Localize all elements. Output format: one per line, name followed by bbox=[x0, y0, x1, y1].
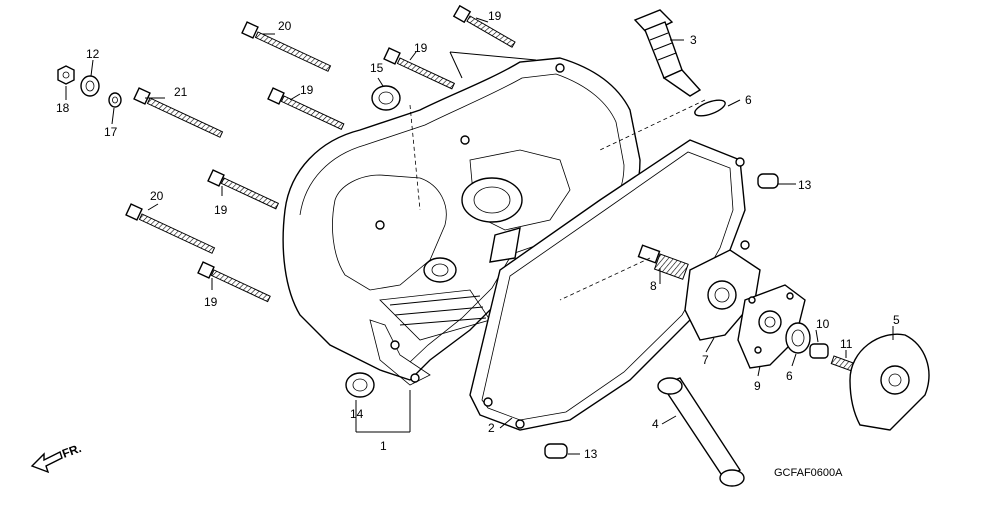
callout-19e: 19 bbox=[204, 295, 218, 309]
kick-arm bbox=[657, 377, 745, 487]
flange-bolt-20-top bbox=[241, 21, 332, 72]
flange-bolt-19-left bbox=[267, 87, 345, 130]
flange-bolt-19-top bbox=[452, 4, 516, 48]
callout-13a: 13 bbox=[798, 178, 812, 192]
callout-19a: 19 bbox=[488, 9, 502, 23]
flange-bolt-21 bbox=[133, 87, 224, 138]
callout-21: 21 bbox=[174, 85, 188, 99]
flange-bolt-19-lower bbox=[207, 169, 280, 210]
dowel-pin-bottom bbox=[544, 443, 568, 459]
collar bbox=[809, 343, 829, 359]
oil-seal-lower bbox=[785, 322, 811, 354]
crankcase-cover bbox=[282, 57, 641, 386]
washer-17 bbox=[108, 92, 122, 108]
oil-filler-o-ring bbox=[694, 99, 726, 117]
hex-nut bbox=[57, 65, 75, 85]
callout-6b: 6 bbox=[786, 369, 793, 383]
dowel-pin-top bbox=[757, 173, 779, 189]
front-direction-label: FR. bbox=[60, 441, 83, 461]
callout-13b: 13 bbox=[584, 447, 598, 461]
callout-5: 5 bbox=[893, 313, 900, 327]
callout-2: 2 bbox=[488, 421, 495, 435]
callout-8: 8 bbox=[650, 279, 657, 293]
callout-19d: 19 bbox=[214, 203, 228, 217]
front-direction-arrow: FR. bbox=[30, 441, 83, 474]
callout-labels: 1 2 3 4 5 6 6 7 8 9 10 11 12 13 13 14 15… bbox=[56, 9, 900, 461]
setting-plate bbox=[737, 284, 806, 369]
callout-12: 12 bbox=[86, 47, 100, 61]
callout-18: 18 bbox=[56, 101, 70, 115]
flange-bolt-20-bottom bbox=[125, 203, 216, 254]
callout-17: 17 bbox=[104, 125, 118, 139]
ratchet-plate bbox=[684, 249, 761, 341]
callout-7: 7 bbox=[702, 353, 709, 367]
callout-6a: 6 bbox=[745, 93, 752, 107]
flange-bolt-19-bottom bbox=[197, 261, 271, 303]
oil-filler-cap bbox=[633, 9, 702, 97]
callout-19b: 19 bbox=[414, 41, 428, 55]
callout-9: 9 bbox=[754, 379, 761, 393]
flange-bolt-19-mid bbox=[383, 47, 456, 90]
callout-10: 10 bbox=[816, 317, 830, 331]
callout-20b: 20 bbox=[150, 189, 164, 203]
leader-lines bbox=[65, 17, 894, 455]
callout-11: 11 bbox=[840, 337, 853, 351]
needle-bearing bbox=[345, 372, 375, 398]
callout-19c: 19 bbox=[300, 83, 314, 97]
washer-12 bbox=[80, 75, 100, 97]
callout-14: 14 bbox=[350, 407, 364, 421]
callout-4: 4 bbox=[652, 417, 659, 431]
oil-seal-15 bbox=[371, 85, 401, 111]
callout-20a: 20 bbox=[278, 19, 292, 33]
callout-1: 1 bbox=[380, 439, 387, 453]
side-cover-plate bbox=[849, 333, 930, 431]
callout-3: 3 bbox=[690, 33, 697, 47]
callout-15: 15 bbox=[370, 61, 384, 75]
diagram-code: GCFAF0600A bbox=[774, 467, 843, 479]
